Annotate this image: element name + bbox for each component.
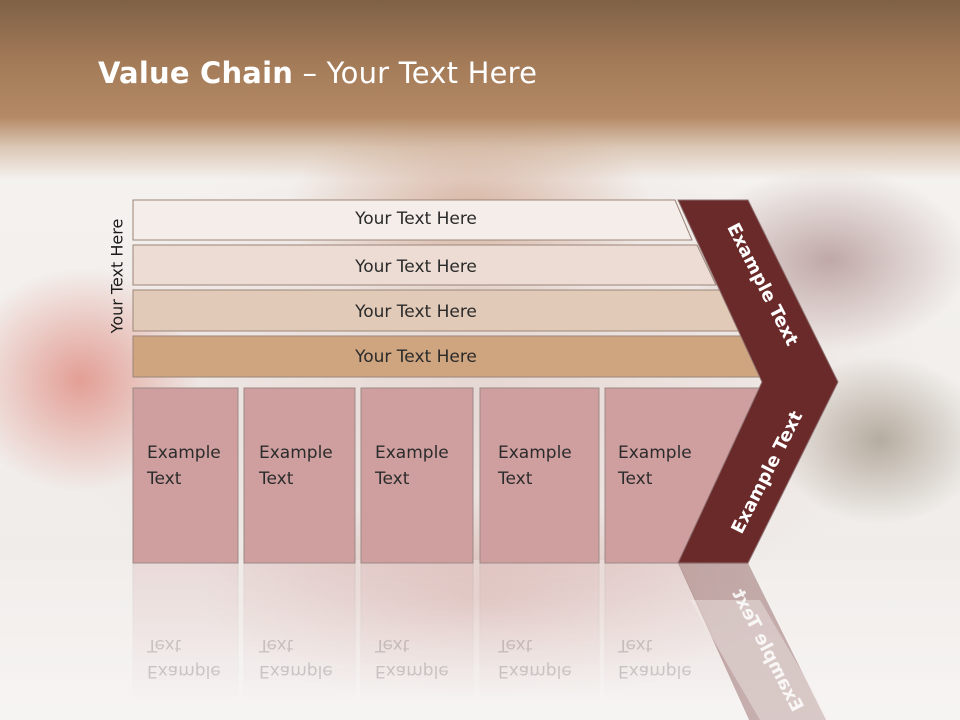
chevron-reflection [678,563,827,720]
box-2-label: Example Text [259,443,333,489]
box-5-reflection: Example Text [618,635,692,681]
box-4-label: Example Text [498,443,572,489]
box-3-label: Example Text [375,443,449,489]
title-rest: – Your Text Here [293,56,538,90]
chevron-reflection-fade [690,600,830,720]
title-band [0,0,960,180]
box-2-reflection: Example Text [259,635,333,681]
chevron-arrow[interactable] [677,199,839,564]
box-3[interactable] [360,387,474,564]
box-1[interactable] [132,387,239,564]
title-bold: Value Chain [98,56,294,90]
box-1-label: Example Text [147,443,221,489]
slide-title: Value Chain – Your Text Here [98,56,537,90]
bar-1[interactable] [132,199,693,241]
box-3-reflection: Example Text [375,635,449,681]
box-4-reflection: Example Text [498,635,572,681]
box-5-label: Example Text [618,443,692,489]
box-4[interactable] [479,387,600,564]
reflection [132,562,753,720]
bar-2-label: Your Text Here [355,257,477,277]
box-1-reflection: Example Text [147,635,221,681]
bar-4-label: Your Text Here [355,347,477,367]
bar-1-label: Your Text Here [355,209,477,229]
bar-3-label: Your Text Here [355,302,477,322]
bar-2[interactable] [132,244,717,286]
box-2[interactable] [243,387,356,564]
